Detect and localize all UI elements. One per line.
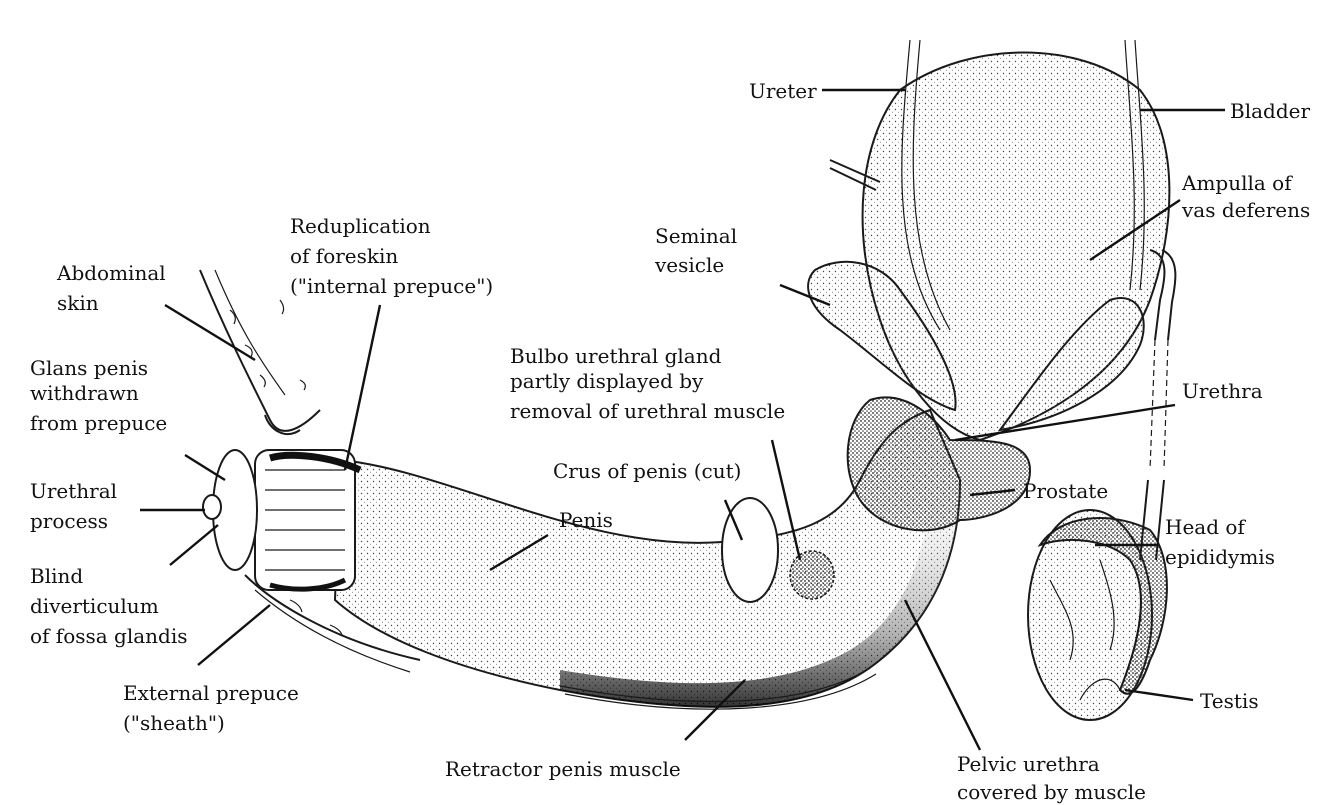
label-reduplication: Reduplication of foreskin ("internal pre… — [290, 214, 493, 298]
label-penis: Penis — [559, 508, 613, 532]
label-abdominal-skin: Abdominal skin — [56, 261, 172, 315]
label-seminal-vesicle: Seminal vesicle — [654, 224, 743, 277]
label-glans-penis: Glans penis withdrawn from prepuce — [30, 356, 167, 435]
label-urethral-process: Urethral process — [30, 479, 123, 533]
testis-drawing — [1028, 510, 1167, 720]
bulbo-urethral-gland-drawing — [790, 551, 834, 599]
label-head-epididymis: Head of epididymis — [1165, 515, 1275, 569]
label-retractor: Retractor penis muscle — [445, 757, 681, 781]
label-prostate: Prostate — [1023, 479, 1108, 503]
label-urethra: Urethra — [1182, 379, 1263, 403]
glans-and-prepuce-drawing — [203, 450, 360, 590]
label-external-prepuce: External prepuce ("sheath") — [123, 681, 305, 735]
label-bladder: Bladder — [1230, 99, 1310, 123]
label-bulbo-urethral: Bulbo urethral gland partly displayed by… — [510, 344, 785, 423]
label-ampulla: Ampulla of vas deferens — [1181, 171, 1310, 222]
label-blind-diverticulum: Blind diverticulum of fossa glandis — [30, 564, 188, 648]
label-pelvic-urethra: Pelvic urethra covered by muscle — [957, 752, 1146, 804]
label-testis: Testis — [1200, 689, 1259, 713]
label-ureter: Ureter — [749, 79, 817, 103]
label-crus: Crus of penis (cut) — [553, 459, 741, 483]
